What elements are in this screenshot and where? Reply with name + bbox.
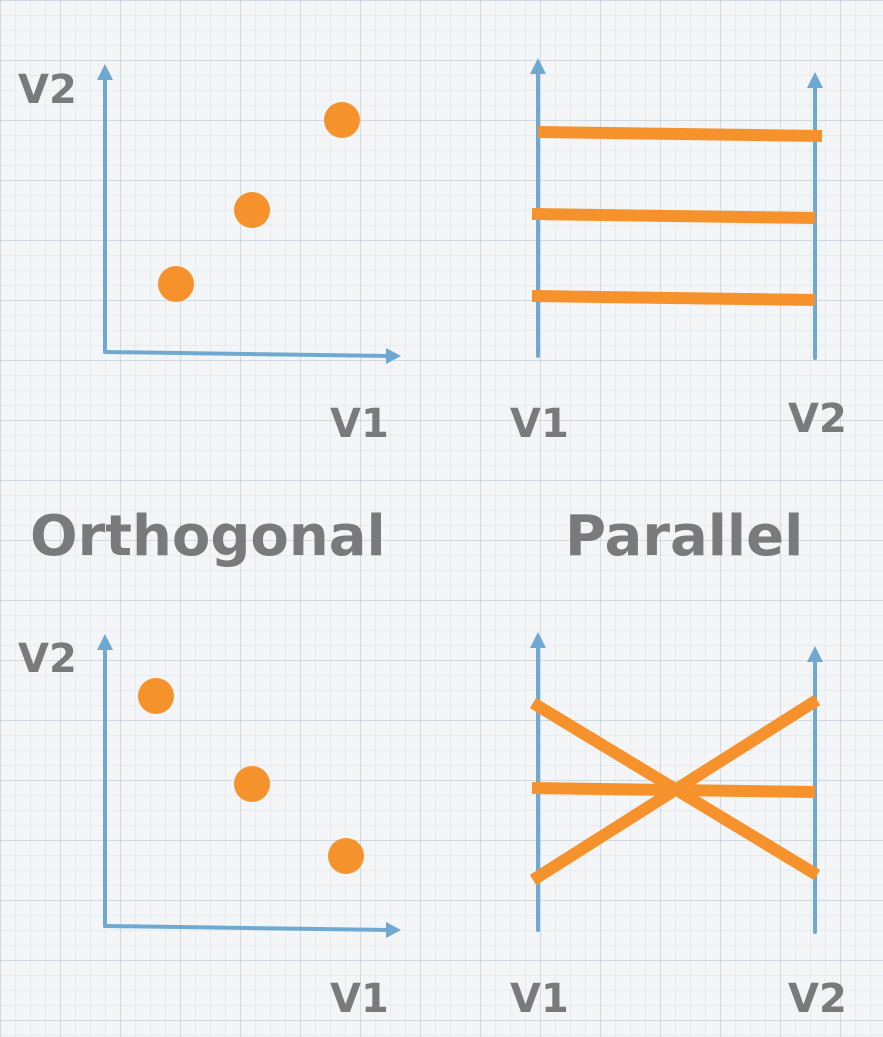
parallel-line bbox=[537, 126, 823, 142]
parallel-v1-label: V1 bbox=[510, 401, 569, 447]
scatter-positive-x-arrow bbox=[386, 348, 401, 364]
parallel-line bbox=[531, 208, 816, 224]
orthogonal-title: Orthogonal bbox=[30, 504, 386, 569]
crossing-line bbox=[531, 782, 816, 798]
parallel-v2-label: V2 bbox=[788, 396, 847, 442]
scatter-negative-panel: V2 V1 bbox=[18, 634, 401, 1022]
crossing-v2-label: V2 bbox=[788, 976, 847, 1022]
parallel-v2-arrow bbox=[807, 72, 823, 88]
crossing-v2-arrow bbox=[807, 646, 823, 662]
parallel-line bbox=[531, 290, 816, 306]
scatter-point bbox=[138, 678, 174, 714]
parallel-title: Parallel bbox=[565, 504, 803, 569]
crossing-lines-panel: V1 V2 bbox=[510, 632, 847, 1022]
parallel-lines-panel: V1 V2 bbox=[510, 58, 847, 447]
scatter-point bbox=[234, 192, 270, 228]
scatter-negative-y-arrow bbox=[97, 634, 113, 650]
scatter-point bbox=[324, 102, 360, 138]
scatter-negative-x-arrow bbox=[386, 922, 401, 938]
scatter-positive-y-arrow bbox=[97, 64, 113, 80]
scatter-point bbox=[328, 838, 364, 874]
scatter-positive-x-axis bbox=[103, 350, 390, 358]
crossing-v1-label: V1 bbox=[510, 976, 569, 1022]
scatter-negative-x-axis bbox=[103, 924, 390, 932]
scatter-positive-y-label: V2 bbox=[18, 67, 77, 113]
scatter-positive-panel: V2 V1 bbox=[18, 64, 401, 447]
parallel-v1-arrow bbox=[530, 58, 546, 74]
scatter-negative-y-label: V2 bbox=[18, 636, 77, 682]
scatter-point bbox=[158, 266, 194, 302]
scatter-point bbox=[234, 766, 270, 802]
scatter-negative-x-label: V1 bbox=[330, 976, 389, 1022]
scatter-positive-x-label: V1 bbox=[330, 401, 389, 447]
crossing-v1-arrow bbox=[530, 632, 546, 648]
